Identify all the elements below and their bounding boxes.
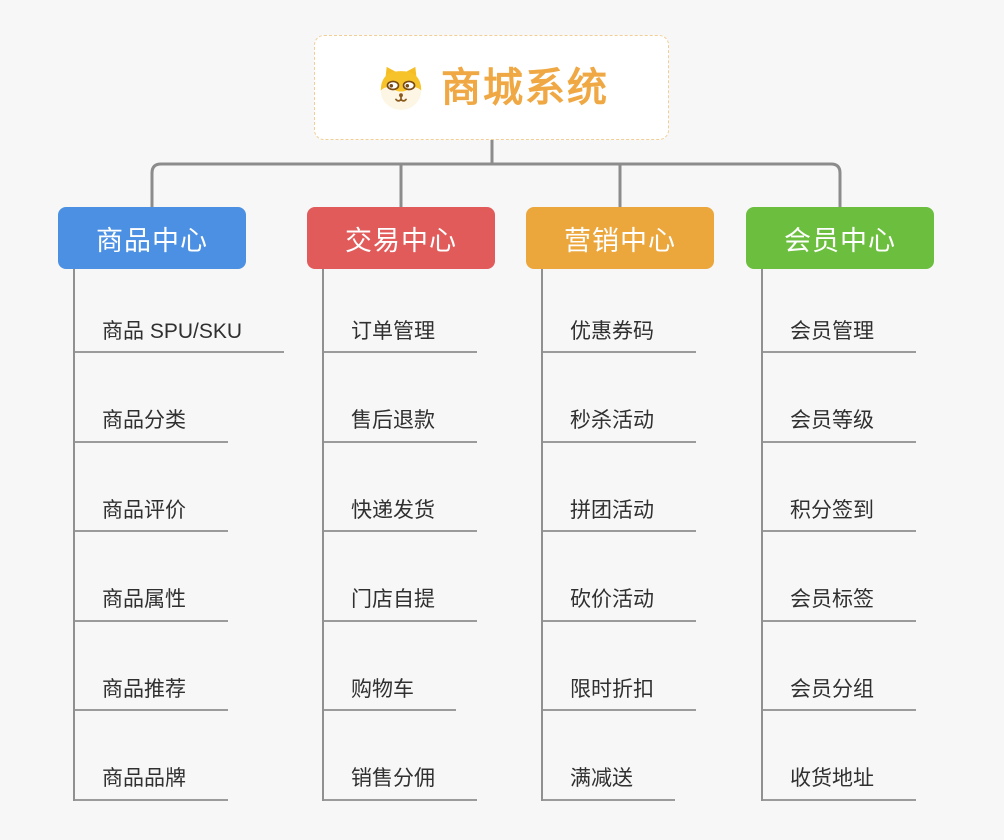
child-node[interactable]: 秒杀活动	[543, 409, 696, 443]
child-row: 满减送	[543, 711, 784, 801]
child-node[interactable]: 门店自提	[324, 588, 477, 622]
child-row: 商品属性	[75, 532, 316, 622]
child-row: 会员等级	[763, 353, 1004, 443]
child-node[interactable]: 快递发货	[324, 499, 477, 532]
child-node[interactable]: 满减送	[543, 767, 675, 801]
child-node[interactable]: 会员管理	[763, 320, 916, 353]
branch-marketing-center: 营销中心 优惠券码 秒杀活动 拼团活动 砍价活动 限时折扣 满减送	[526, 207, 784, 801]
child-row: 收货地址	[763, 711, 1004, 801]
child-node[interactable]: 会员分组	[763, 678, 916, 711]
child-node[interactable]: 会员等级	[763, 409, 916, 443]
child-node[interactable]: 收货地址	[763, 767, 916, 801]
branch-member-center: 会员中心 会员管理 会员等级 积分签到 会员标签 会员分组 收货地址	[746, 207, 1004, 801]
child-node[interactable]: 限时折扣	[543, 678, 696, 711]
child-node[interactable]: 销售分佣	[324, 767, 477, 801]
child-row: 商品评价	[75, 443, 316, 532]
branch-children-member-center: 会员管理 会员等级 积分签到 会员标签 会员分组 收货地址	[761, 269, 1004, 801]
child-row: 售后退款	[324, 353, 565, 443]
branch-trade-center: 交易中心 订单管理 售后退款 快递发货 门店自提 购物车 销售分佣	[307, 207, 565, 801]
root-node-title: 商城系统	[441, 65, 609, 110]
child-row: 销售分佣	[324, 711, 565, 801]
child-node[interactable]: 商品推荐	[75, 678, 228, 711]
child-row: 会员标签	[763, 532, 1004, 622]
child-row: 商品推荐	[75, 622, 316, 711]
child-row: 商品 SPU/SKU	[75, 269, 316, 353]
child-node[interactable]: 售后退款	[324, 409, 477, 443]
child-node[interactable]: 砍价活动	[543, 588, 696, 622]
child-row: 积分签到	[763, 443, 1004, 532]
child-row: 限时折扣	[543, 622, 784, 711]
branch-rail-line	[150, 162, 842, 207]
child-node[interactable]: 会员标签	[763, 588, 916, 622]
branch-children-trade-center: 订单管理 售后退款 快递发货 门店自提 购物车 销售分佣	[322, 269, 565, 801]
child-row: 优惠券码	[543, 269, 784, 353]
child-node[interactable]: 商品评价	[75, 499, 228, 532]
child-node[interactable]: 拼团活动	[543, 499, 696, 532]
child-row: 会员管理	[763, 269, 1004, 353]
dog-icon	[380, 66, 422, 110]
branch-node-member-center[interactable]: 会员中心	[746, 207, 934, 269]
root-node[interactable]: 商城系统	[314, 35, 669, 140]
child-row: 快递发货	[324, 443, 565, 532]
child-row: 砍价活动	[543, 532, 784, 622]
child-row: 商品品牌	[75, 711, 316, 801]
branch-node-marketing-center[interactable]: 营销中心	[526, 207, 714, 269]
branch-node-trade-center[interactable]: 交易中心	[307, 207, 495, 269]
child-node[interactable]: 购物车	[324, 678, 456, 711]
child-node[interactable]: 商品属性	[75, 588, 228, 622]
child-row: 购物车	[324, 622, 565, 711]
child-node[interactable]: 优惠券码	[543, 320, 696, 353]
branch-children-marketing-center: 优惠券码 秒杀活动 拼团活动 砍价活动 限时折扣 满减送	[541, 269, 784, 801]
child-row: 订单管理	[324, 269, 565, 353]
child-row: 拼团活动	[543, 443, 784, 532]
child-row: 会员分组	[763, 622, 1004, 711]
branch-product-center: 商品中心 商品 SPU/SKU 商品分类 商品评价 商品属性 商品推荐 商品品牌	[58, 207, 316, 801]
child-row: 秒杀活动	[543, 353, 784, 443]
branch-node-product-center[interactable]: 商品中心	[58, 207, 246, 269]
child-row: 门店自提	[324, 532, 565, 622]
child-node[interactable]: 商品品牌	[75, 767, 228, 801]
child-node[interactable]: 商品 SPU/SKU	[75, 320, 285, 353]
child-node[interactable]: 订单管理	[324, 320, 477, 353]
child-node[interactable]: 积分签到	[763, 499, 916, 532]
child-node[interactable]: 商品分类	[75, 409, 228, 443]
child-row: 商品分类	[75, 353, 316, 443]
branch-children-product-center: 商品 SPU/SKU 商品分类 商品评价 商品属性 商品推荐 商品品牌	[73, 269, 316, 801]
